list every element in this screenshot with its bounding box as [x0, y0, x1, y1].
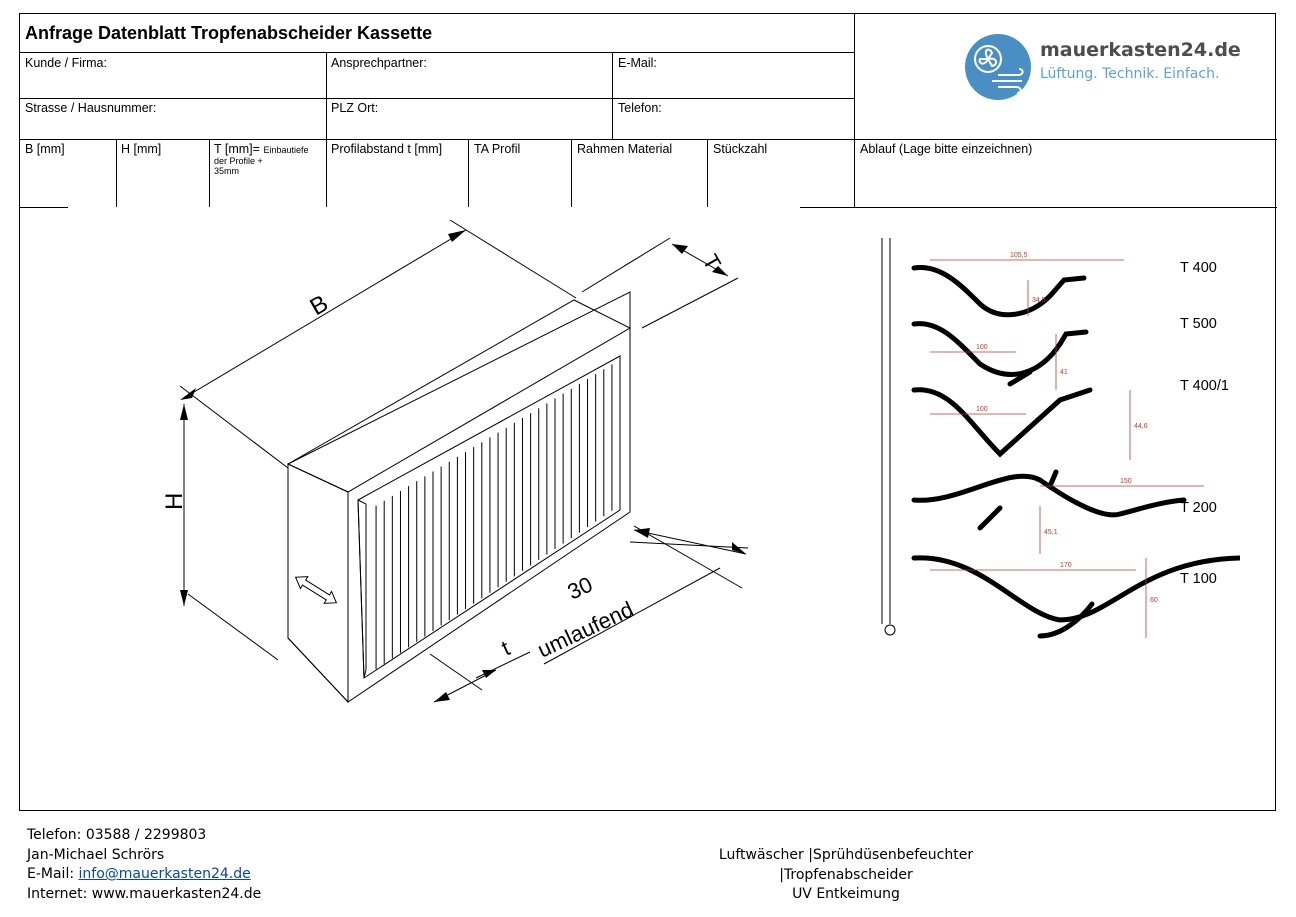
grid-line — [854, 14, 855, 208]
telefon-field-label[interactable]: Telefon: — [618, 101, 662, 115]
footer-uv: UV Entkeimung — [792, 886, 900, 902]
t4001-width: 100 — [976, 406, 988, 413]
t4001-height: 44,6 — [1134, 423, 1148, 430]
t200-height: 45,1 — [1044, 529, 1058, 536]
grid-line — [326, 52, 327, 140]
footer-product-list: Luftwäscher |Sprühdüsenbefeuchter |Tropf… — [718, 847, 974, 883]
grid-line — [571, 139, 572, 207]
dim-t-lower-label: t — [498, 635, 514, 660]
grid-line — [612, 52, 613, 140]
grid-line — [326, 139, 327, 207]
dim-b-label: B — [306, 290, 333, 321]
t200-width: 150 — [1120, 478, 1132, 485]
t500-width: 100 — [976, 344, 988, 351]
datasheet-form: Anfrage Datenblatt Tropfenabscheider Kas… — [19, 13, 1277, 811]
t500-height: 41 — [1060, 369, 1068, 376]
ta-profil-field-label[interactable]: TA Profil — [474, 142, 521, 156]
cassette-drawing: B H T t 30 umlaufend — [161, 219, 749, 704]
profile-name: T 100 — [1180, 571, 1217, 587]
footer-person: Jan-Michael Schrörs — [27, 846, 165, 863]
stueckzahl-field-label[interactable]: Stückzahl — [713, 142, 768, 156]
strasse-field-label[interactable]: Strasse / Hausnummer: — [25, 101, 157, 115]
logo-name: mauerkasten24.de — [1040, 39, 1241, 61]
dim-30-label: 30 — [564, 572, 597, 605]
profile-name: T 500 — [1180, 316, 1217, 332]
grid-line — [116, 139, 117, 207]
grid-line — [20, 98, 854, 99]
t100-height: 60 — [1150, 597, 1158, 604]
ablauf-field-label[interactable]: Ablauf (Lage bitte einzeichnen) — [860, 142, 1033, 156]
dim-umlaufend-label: umlaufend — [534, 596, 638, 662]
t-field-label[interactable]: T [mm]= Einbautiefe — [214, 142, 309, 156]
rahmen-field-label[interactable]: Rahmen Material — [577, 142, 673, 156]
b-field-label[interactable]: B [mm] — [25, 142, 65, 156]
profiles-drawing: 105,5 34,5 100 41 100 44,6 150 45,1 170 … — [881, 238, 1240, 639]
grid-line — [800, 207, 1277, 208]
grid-line — [20, 52, 854, 53]
logo-slogan: Lüftung. Technik. Einfach. — [1040, 66, 1220, 82]
footer-email: E-Mail: info@mauerkasten24.de — [27, 866, 251, 882]
page-title: Anfrage Datenblatt Tropfenabscheider Kas… — [25, 23, 433, 43]
profile-name: T 400 — [1180, 260, 1217, 276]
email-field-label[interactable]: E-Mail: — [618, 56, 657, 70]
h-field-label[interactable]: H [mm] — [121, 142, 162, 156]
dim-h-label: H — [161, 493, 188, 510]
t-field-main: T [mm]= — [214, 142, 260, 156]
footer-phone: Telefon: 03588 / 2299803 — [27, 827, 207, 843]
grid-line — [468, 139, 469, 207]
t-field-note: Einbautiefe — [263, 145, 309, 155]
airflow-arrow-icon — [294, 576, 338, 604]
kunde-field-label[interactable]: Kunde / Firma: — [25, 56, 107, 70]
grid-line — [209, 139, 210, 207]
plz-field-label[interactable]: PLZ Ort: — [331, 101, 379, 115]
t400-width: 105,5 — [1010, 252, 1028, 259]
t-field-note-3: 35mm — [214, 166, 240, 176]
profile-name: T 400/1 — [1180, 378, 1229, 394]
footer-internet: Internet: www.mauerkasten24.de — [27, 885, 262, 902]
email-link[interactable]: info@mauerkasten24.de — [78, 866, 251, 882]
t-field-note-2: der Profile + — [214, 156, 263, 166]
profile-name: T 200 — [1180, 500, 1217, 516]
t100-width: 170 — [1060, 562, 1072, 569]
t400-height: 34,5 — [1032, 297, 1046, 304]
footer-contact: Telefon: 03588 / 2299803 Jan-Michael Sch… — [27, 826, 261, 904]
footer-products: Luftwäscher |Sprühdüsenbefeuchter |Tropf… — [656, 846, 1036, 905]
fan-wind-icon — [964, 33, 1032, 101]
grid-line — [20, 139, 1277, 140]
grid-line — [707, 139, 708, 207]
ansprechpartner-field-label[interactable]: Ansprechpartner: — [331, 56, 427, 70]
profilabstand-field-label[interactable]: Profilabstand t [mm] — [331, 142, 443, 156]
grid-line — [20, 207, 68, 208]
